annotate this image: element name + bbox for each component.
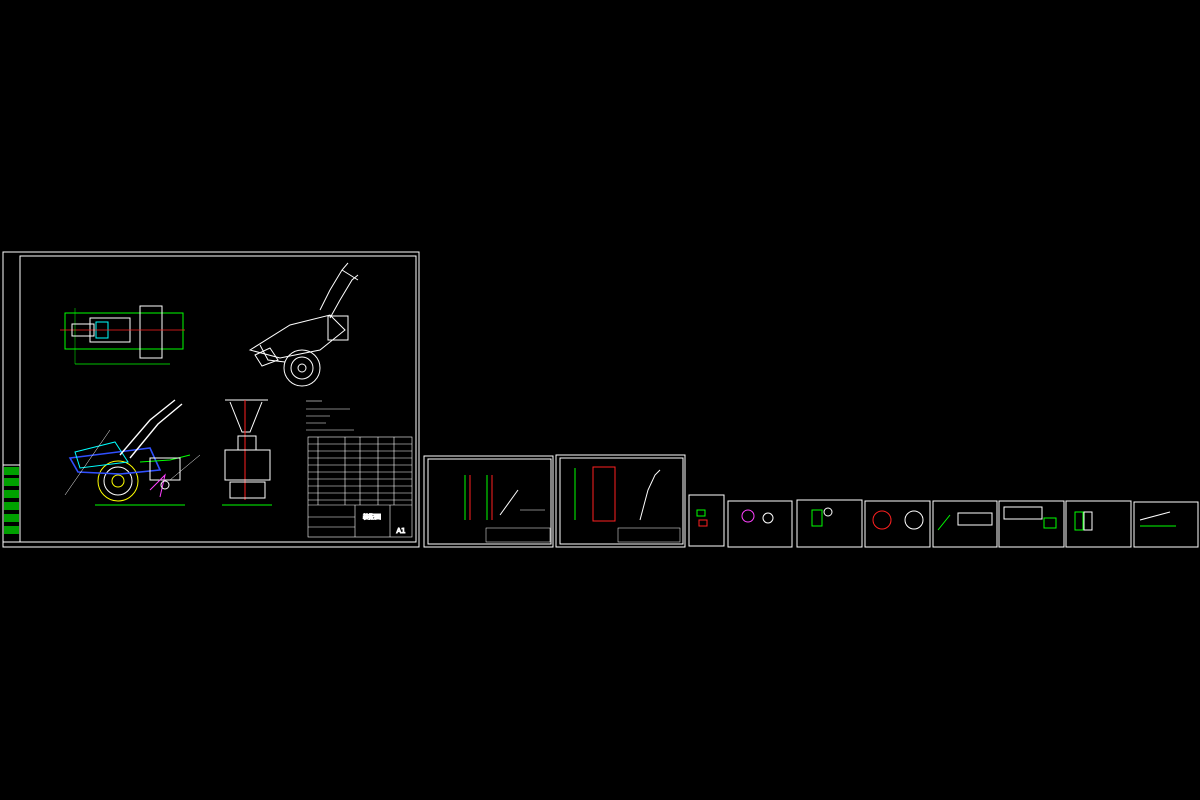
detail-sheet-2[interactable]: [555, 454, 686, 548]
detail-sheet-7[interactable]: [932, 500, 998, 548]
isometric-view: [248, 262, 359, 387]
detail-sheet-5[interactable]: [796, 499, 863, 548]
title-block-code: A1: [396, 527, 405, 535]
detail-sheet-10[interactable]: [1133, 501, 1199, 548]
technical-notes: [306, 400, 354, 431]
binding-strip: [2, 464, 21, 543]
detail-sheet-6[interactable]: [864, 500, 931, 548]
detail-sheet-1[interactable]: [423, 455, 554, 548]
main-assembly-sheet[interactable]: 装配图 A1: [2, 251, 420, 548]
detail-sheet-4[interactable]: [727, 500, 793, 548]
front-elevation: [222, 399, 272, 506]
detail-sheet-9[interactable]: [1065, 500, 1132, 548]
detail-sheet-3[interactable]: [688, 494, 725, 547]
detail-sheet-8[interactable]: [998, 500, 1065, 548]
parts-list-table: [307, 436, 413, 538]
title-block-name: 装配图: [363, 513, 381, 521]
side-elevation: [64, 399, 201, 506]
plan-view: [60, 305, 185, 365]
